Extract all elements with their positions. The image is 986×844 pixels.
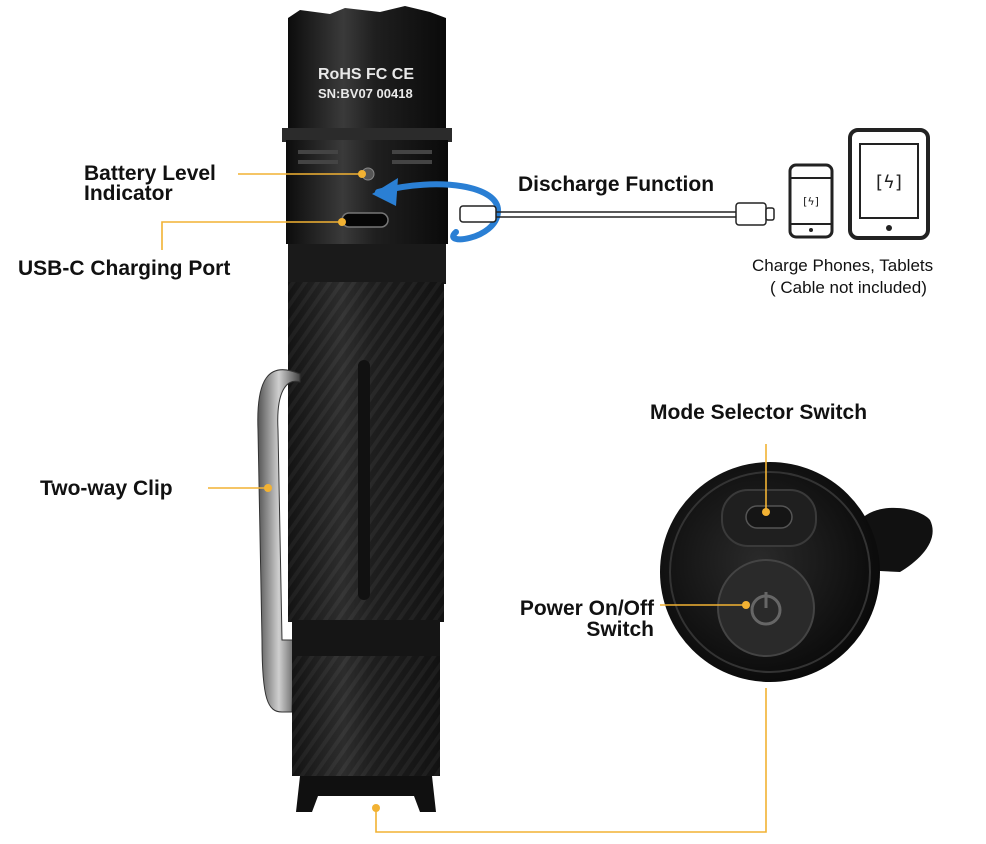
engraving-line1: RoHS FC CE — [318, 66, 414, 83]
flashlight-port-section — [286, 140, 448, 284]
tablet-charging-icon: [ϟ] — [848, 128, 930, 240]
usb-c-plug-icon — [459, 202, 775, 226]
callout-dots — [264, 170, 770, 812]
battery-level-label: Battery Level Indicator — [84, 162, 216, 205]
callout-lines — [161, 173, 767, 833]
two-way-clip — [257, 369, 301, 713]
flashlight-body-tube — [288, 282, 444, 622]
cable-note: ( Cable not included) — [770, 278, 927, 297]
flashlight-tail — [292, 620, 440, 812]
mode-selector-label: Mode Selector Switch — [650, 401, 868, 424]
discharge-label: Discharge Function — [518, 173, 715, 196]
tail-cap-closeup — [660, 462, 933, 682]
two-way-clip-label: Two-way Clip — [40, 477, 173, 500]
usb-c-port-label: USB-C Charging Port — [18, 257, 231, 280]
power-switch-label: Power On/Off Switch — [519, 597, 654, 641]
arrow-head — [372, 178, 398, 206]
engraving-line2: SN:BV07 00418 — [318, 86, 413, 101]
flashlight-head — [282, 6, 452, 142]
svg-text:[ϟ]: [ϟ] — [876, 172, 902, 193]
phone-charging-icon: [ϟ] — [788, 163, 834, 239]
usb-c-port — [341, 212, 389, 228]
charge-devices-note: Charge Phones, Tablets — [752, 256, 934, 275]
svg-text:[ϟ]: [ϟ] — [803, 195, 819, 208]
